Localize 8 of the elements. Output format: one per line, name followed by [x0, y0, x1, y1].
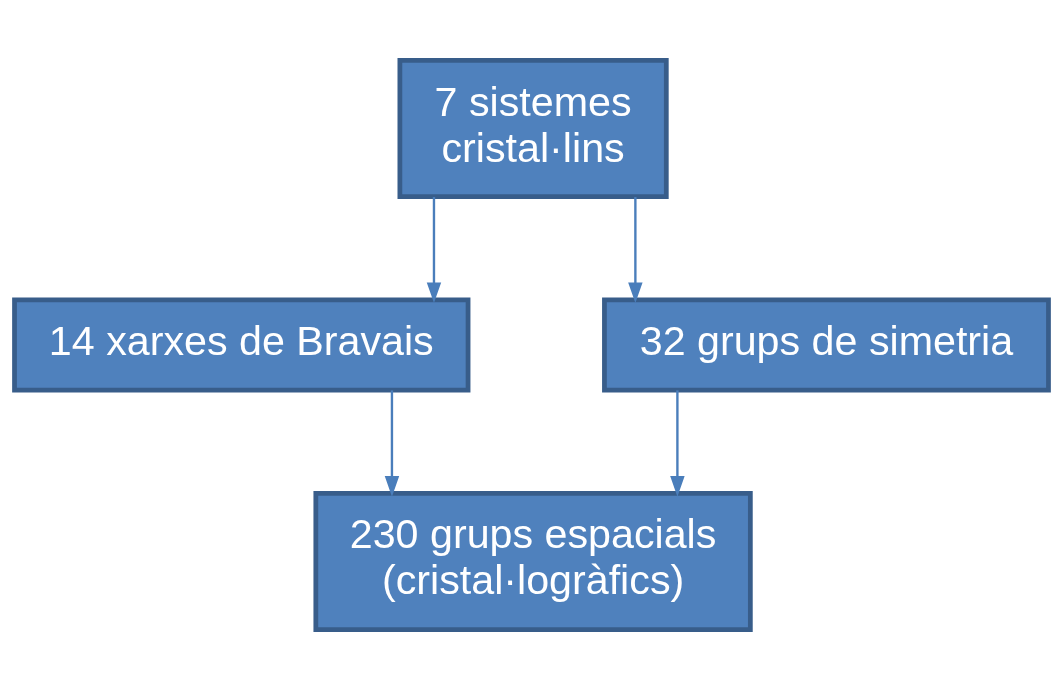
node-box: 14 xarxes de Bravais — [12, 297, 471, 393]
arrow — [628, 197, 643, 304]
arrow — [384, 390, 400, 497]
arrow — [670, 390, 685, 497]
arrow — [426, 197, 442, 304]
node-box: 32 grups de simetria — [602, 297, 1051, 393]
node-box: 7 sistemes cristal·lins — [397, 57, 669, 200]
node-box: 230 grups espacials (cristal·logràfics) — [313, 490, 753, 633]
